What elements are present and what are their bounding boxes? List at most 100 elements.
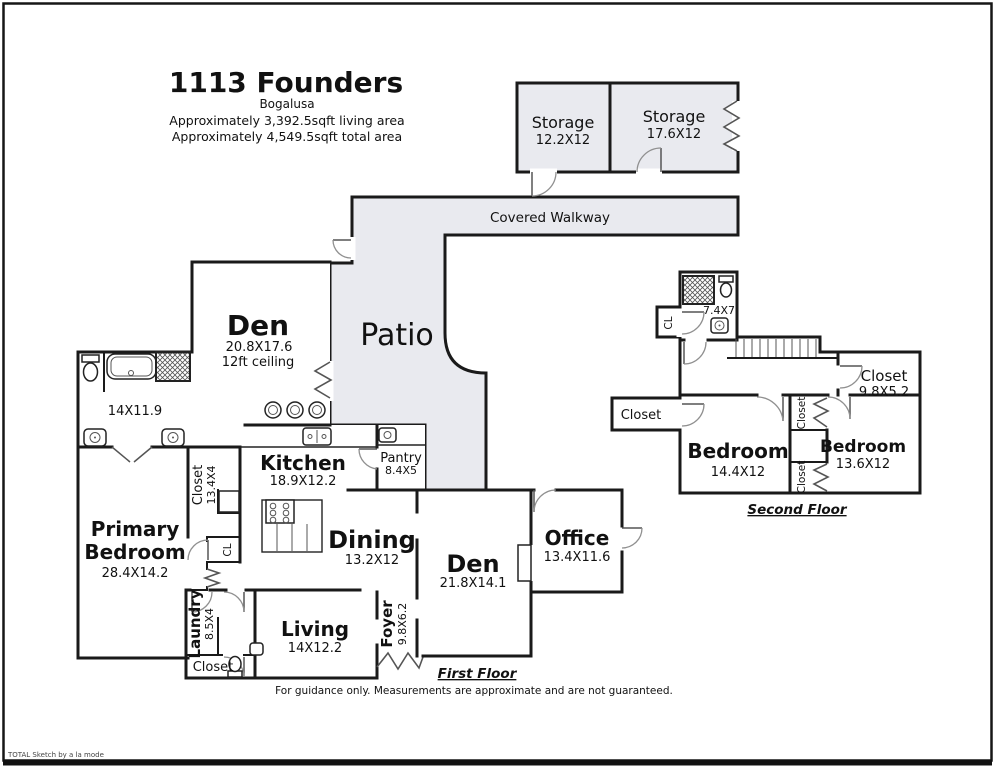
storage-right-dims: 17.6X12 [647, 127, 701, 142]
covered-walkway-label: Covered Walkway [490, 210, 610, 226]
room-label-closet-mid-top: Closet [796, 397, 808, 430]
room-dims-primary: 28.4X14.2 [102, 566, 169, 581]
bar-stools-icon [264, 401, 326, 419]
walkway-door-gap [348, 237, 356, 260]
storage-right-door-arc [636, 147, 662, 173]
storage-right-label: Storage [643, 107, 706, 126]
closet-jog-wall [217, 489, 241, 514]
living-area-text: Approximately 3,392.5sqft living area [169, 113, 404, 128]
stairs-treads [735, 339, 817, 357]
room-note-den-ceiling: 12ft ceiling [222, 355, 295, 370]
bedroom1-door-arc [756, 396, 784, 422]
kitchen-sink-icon [302, 427, 332, 446]
room-dims-pantry: 8.4X5 [385, 464, 417, 477]
dining-den-office-fill [240, 490, 622, 656]
bath-toilet-icon [81, 354, 100, 382]
room-label-laundry: Laundry [186, 589, 204, 658]
room-label-cl2: CL [663, 316, 675, 329]
bathtub-icon [106, 353, 157, 380]
room-dims-den-main: 20.8X17.6 [226, 340, 293, 355]
room-label-primary-2: Bedroom [84, 540, 185, 564]
room-label-primary-1: Primary [91, 517, 180, 541]
closet-left-door-gap [676, 402, 684, 428]
plan-city: Bogalusa [259, 97, 314, 111]
closet-mid-bottom-bifold [812, 463, 830, 492]
header: 1113 Founders Bogalusa Approximately 3,3… [169, 66, 405, 144]
storage-opening-gap [732, 101, 743, 151]
toilet2-icon [718, 275, 734, 298]
storage-right-door-gap [636, 168, 662, 176]
room-label-closet-left: Closet [621, 408, 662, 423]
bedroom-window-zigzag [202, 568, 222, 588]
cl-door-arc [187, 539, 209, 561]
room-label-office: Office [545, 526, 610, 550]
kitchen-counter [240, 444, 425, 448]
room-label-bedroom1: Bedroom [687, 439, 788, 463]
cl2-door-arc [681, 311, 705, 335]
bedroom-double-door [111, 446, 153, 463]
office-east-door-arc [621, 527, 643, 549]
storage-opening-zigzag [722, 100, 741, 152]
primary-bedroom-fill [78, 447, 188, 658]
room-dims-living: 14X12.2 [288, 641, 342, 656]
closet-builtin [218, 490, 240, 513]
second-floor-outline [610, 270, 922, 495]
pantry-door-arc [358, 448, 378, 470]
hall-door-arc [223, 591, 245, 613]
first-floor-label: First Floor [438, 666, 518, 682]
cl2-door-gap [676, 311, 684, 337]
storage-left-label: Storage [532, 113, 595, 132]
shower2-icon [682, 275, 715, 305]
closet-mid-top-bifold [812, 397, 830, 428]
room-dims-den2: 21.8X14.1 [440, 576, 507, 591]
disclaimer-text: For guidance only. Measurements are appr… [275, 685, 673, 697]
den-kitchen-fill [78, 262, 330, 590]
room-dims-foyer: 9.8X6.2 [396, 603, 409, 646]
room-dims-bedroom1: 14.4X12 [711, 465, 765, 480]
walkway-door-arc [332, 239, 352, 259]
room-label-foyer: Foyer [378, 600, 396, 648]
office-door-arc [533, 489, 557, 513]
room-dims-office: 13.4X11.6 [544, 550, 611, 565]
patio-label: Patio [360, 318, 434, 353]
storage-left-door-arc [531, 171, 557, 197]
sink2-icon [710, 317, 729, 334]
closet-top-door-arc [839, 365, 863, 389]
den-accordion-door [313, 361, 333, 399]
room-dims-laundry: 8.5X4 [203, 608, 216, 640]
outer-wall-west [76, 260, 332, 660]
room-dims-bath2: 7.4X7 [703, 304, 735, 317]
plan-title: 1113 Founders [169, 66, 403, 99]
bedroom2-door-arc [827, 396, 851, 420]
room-label-closet-top: Closet [861, 367, 908, 385]
bath-sink-right-icon [161, 428, 185, 447]
front-door-zigzag [376, 651, 424, 671]
room-label-kitchen: Kitchen [260, 451, 346, 475]
room-label-bedroom2: Bedroom [820, 437, 906, 457]
room-dims-bedroom2: 13.6X12 [836, 457, 890, 472]
page-frame-bottom-bar [3, 760, 992, 766]
total-area-text: Approximately 4,549.5sqft total area [172, 129, 402, 144]
powder-toilet-icon [227, 655, 243, 678]
shower-icon [155, 351, 191, 382]
storage-left-door-gap [530, 168, 557, 176]
wall-fixture [249, 642, 264, 656]
pantry-sink-icon [378, 427, 397, 443]
room-label-cl: CL [222, 543, 234, 556]
room-label-living: Living [281, 617, 349, 641]
closet-left-door-arc [681, 403, 705, 427]
south-wall [184, 588, 379, 680]
bath2-door-arc [683, 341, 707, 365]
storage-left-dims: 12.2X12 [536, 133, 590, 148]
room-label-dining: Dining [328, 526, 416, 554]
room-label-closet-small: Closet [193, 660, 234, 675]
office-window [517, 544, 532, 582]
room-label-den2: Den [446, 550, 499, 578]
room-dims-closet-top: 9.8X5.2 [859, 385, 909, 400]
second-floor: 7.4X7 CL Closet Closet 9.8X5.2 Bedroom 1… [610, 270, 922, 518]
closet-mid-partitions [789, 429, 828, 463]
kitchen-island-stairs [261, 499, 323, 553]
first-floor: Den 20.8X17.6 12ft ceiling 14X11.9 Kitch… [76, 260, 643, 682]
